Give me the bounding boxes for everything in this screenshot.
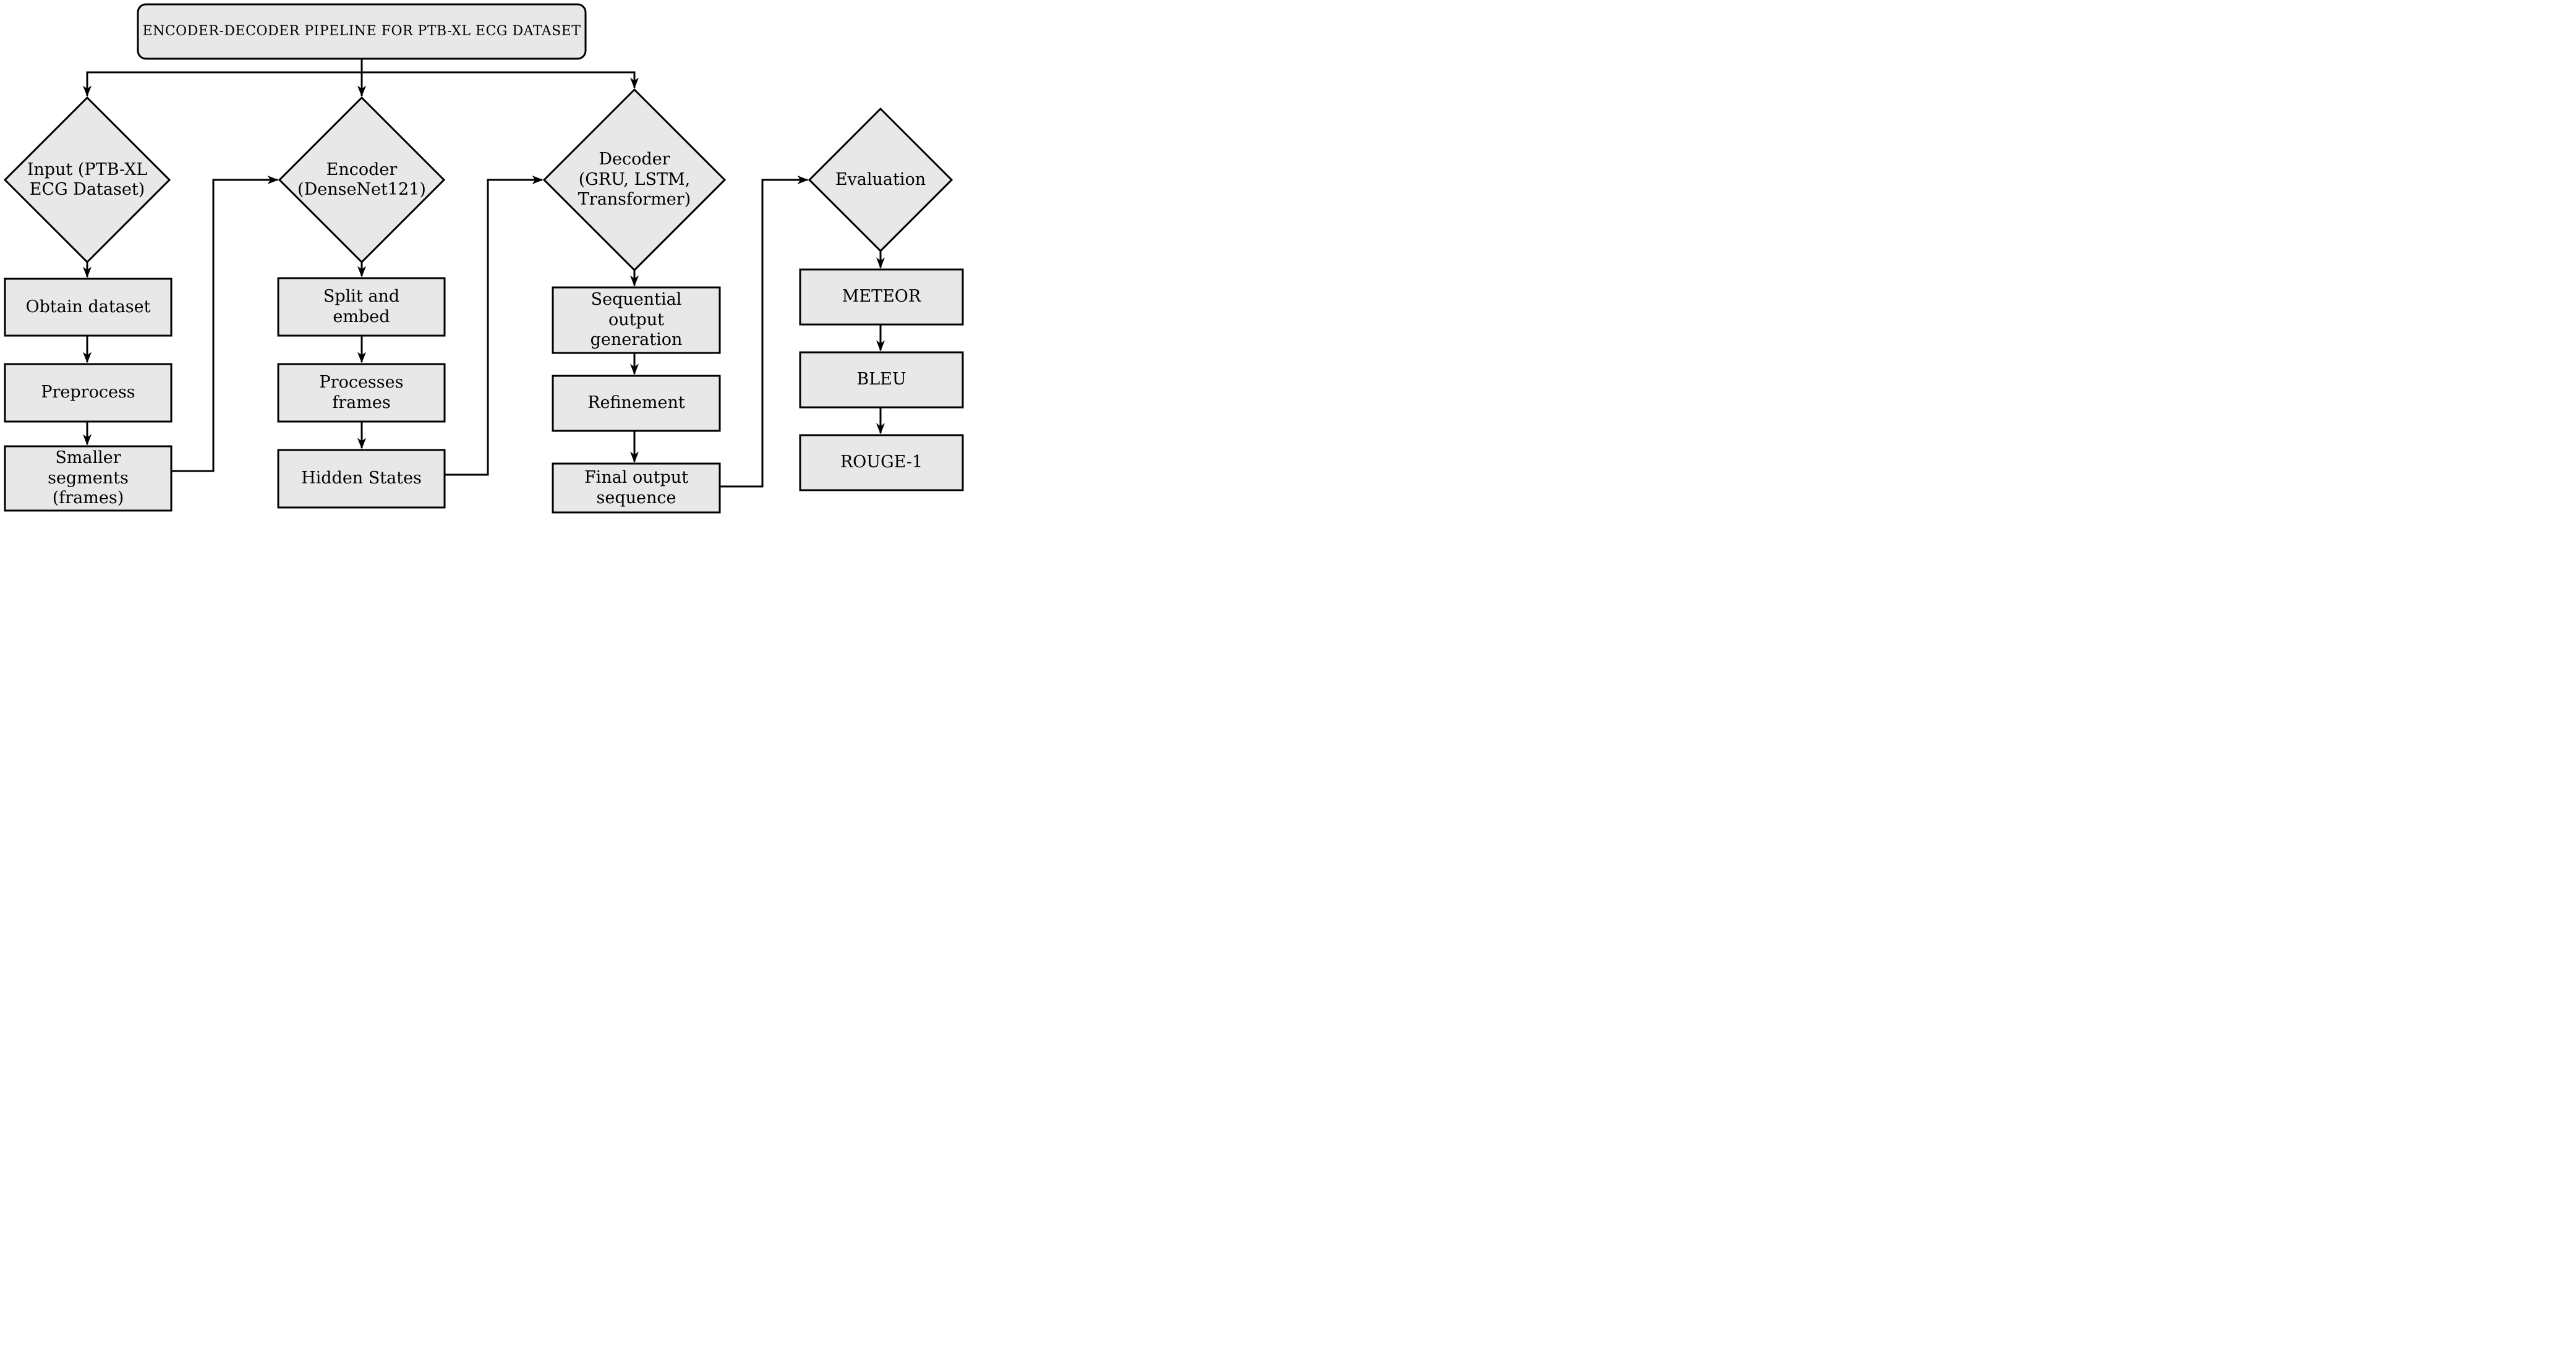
input-diamond: [3, 96, 171, 264]
title-node: [137, 3, 587, 60]
final-output-box: [552, 462, 721, 514]
bleu-box: [799, 351, 964, 409]
processes-frames-box: [277, 363, 446, 423]
refinement-box: [552, 375, 721, 432]
hidden-states-box: [277, 449, 446, 509]
sequential-output-box: [552, 286, 721, 354]
edge-final-to-evaluation: [720, 176, 809, 488]
rouge-box: [799, 434, 964, 491]
edge-hidden-to-decoder: [445, 176, 544, 476]
decoder-diamond: [542, 88, 727, 272]
evaluation-diamond: [808, 107, 953, 253]
preprocess-box: [4, 363, 173, 423]
flowchart-figure: ENCODER-DECODER PIPELINE FOR PTB-XL ECG …: [0, 0, 966, 514]
encoder-diamond: [278, 96, 446, 264]
flowchart-canvas: [3, 3, 964, 514]
smaller-segments-box: [4, 445, 173, 512]
edge-segments-to-encoder: [171, 176, 279, 472]
obtain-dataset-box: [4, 278, 173, 337]
meteor-box: [799, 268, 964, 326]
split-embed-box: [277, 277, 446, 337]
